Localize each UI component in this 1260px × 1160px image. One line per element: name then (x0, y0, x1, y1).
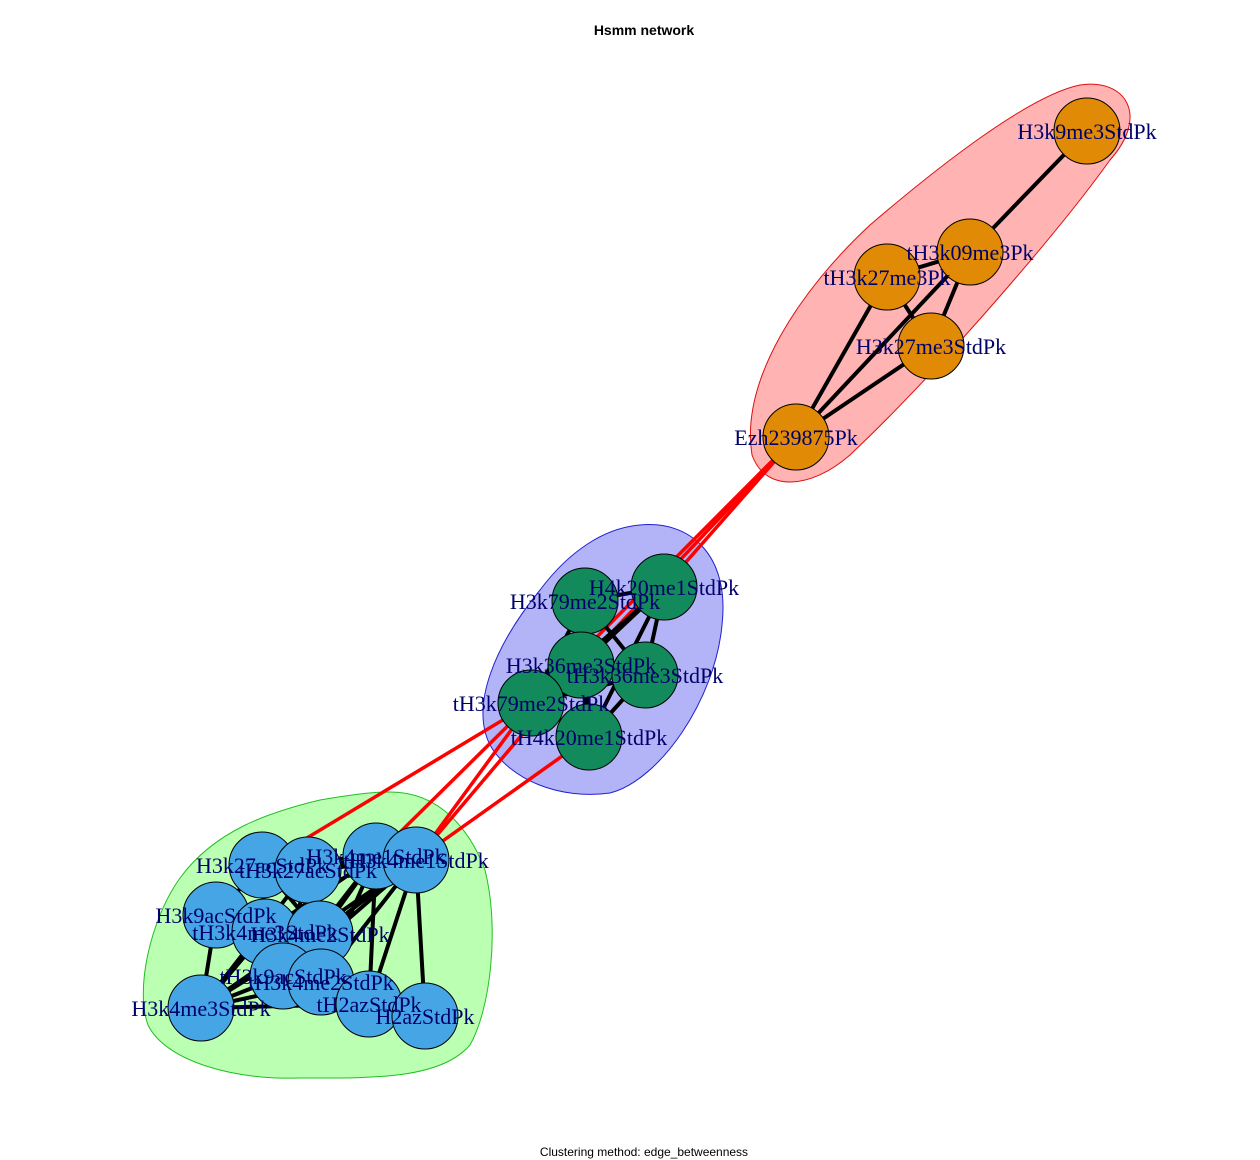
node-tH3k79me2StdPk (497, 669, 565, 737)
node-label-tH3k79me2StdPk: tH3k79me2StdPk (453, 691, 609, 716)
node-label-H3k36me3StdPk: H3k36me3StdPk (506, 653, 656, 678)
node-label-tH3k4me1StdPk: tH3k4me1StdPk (343, 848, 488, 873)
node-label-H3k27acStdPk: H3k27acStdPk (196, 853, 328, 878)
node-label-tH3k36me3StdPk: tH3k36me3StdPk (567, 663, 723, 688)
node-label-tH3k4me2StdPk: tH3k4me2StdPk (248, 970, 393, 995)
node-label-H3k79me2StdPk: H3k79me2StdPk (510, 589, 660, 614)
node-label-H4k20me1StdPk: H4k20me1StdPk (589, 575, 739, 600)
node-label-H3k4me2StdPk: H3k4me2StdPk (250, 922, 389, 947)
node-H3k9me3StdPk (1053, 97, 1121, 165)
node-label-tH2azStdPk: tH2azStdPk (316, 992, 421, 1017)
node-tH3k09me3Pk (936, 218, 1004, 286)
node-tH3k27me3Pk (853, 243, 921, 311)
node-tH3k36me3StdPk (611, 641, 679, 709)
node-H3k4me3StdPk (167, 974, 235, 1042)
node-H4k20me1StdPk (630, 553, 698, 621)
node-label-H3k4me3StdPk: H3k4me3StdPk (131, 996, 270, 1021)
node-H3k27me3StdPk (897, 312, 965, 380)
network-nodes (167, 97, 1121, 1050)
node-label-tH3k4me3StdPk: tH3k4me3StdPk (192, 920, 337, 945)
node-label-H3k27me3StdPk: H3k27me3StdPk (856, 334, 1006, 359)
node-label-tH3k27me3Pk: tH3k27me3Pk (823, 265, 950, 290)
edge-tH3k09me3Pk-Ezh239875Pk (794, 250, 972, 439)
node-tH3k4me1StdPk (382, 826, 450, 894)
node-label-H3k9acStdPk: H3k9acStdPk (156, 903, 277, 928)
node-label-H3k4me1StdPk: H3k4me1StdPk (306, 844, 445, 869)
node-label-H2azStdPk: H2azStdPk (376, 1004, 475, 1029)
node-labels: H3k9me3StdPk tH3k09me3PktH3k27me3PkH3k27m… (131, 119, 1156, 1029)
node-label-Ezh239875Pk: Ezh239875Pk (734, 425, 857, 450)
cross-cluster-edge-tH4k20me1StdPk-tH3k4me1StdPk (414, 735, 591, 862)
node-label-tH4k20me1StdPk: tH4k20me1StdPk (511, 725, 667, 750)
node-H2azStdPk (391, 982, 459, 1050)
node-Ezh239875Pk (762, 403, 830, 471)
node-tH4k20me1StdPk (555, 703, 623, 771)
node-label-tH3k27acStdPk: tH3k27acStdPk (239, 858, 377, 883)
node-label-H3k9me3StdPk: H3k9me3StdPk (1017, 119, 1156, 144)
node-label-tH3k09me3Pk: tH3k09me3Pk (906, 240, 1033, 265)
node-label-tH3k9acStdPk: tH3k9acStdPk (219, 964, 346, 989)
figure-subtitle: Clustering method: edge_betweenness (540, 1145, 748, 1159)
figure-title: Hsmm network (594, 22, 695, 38)
